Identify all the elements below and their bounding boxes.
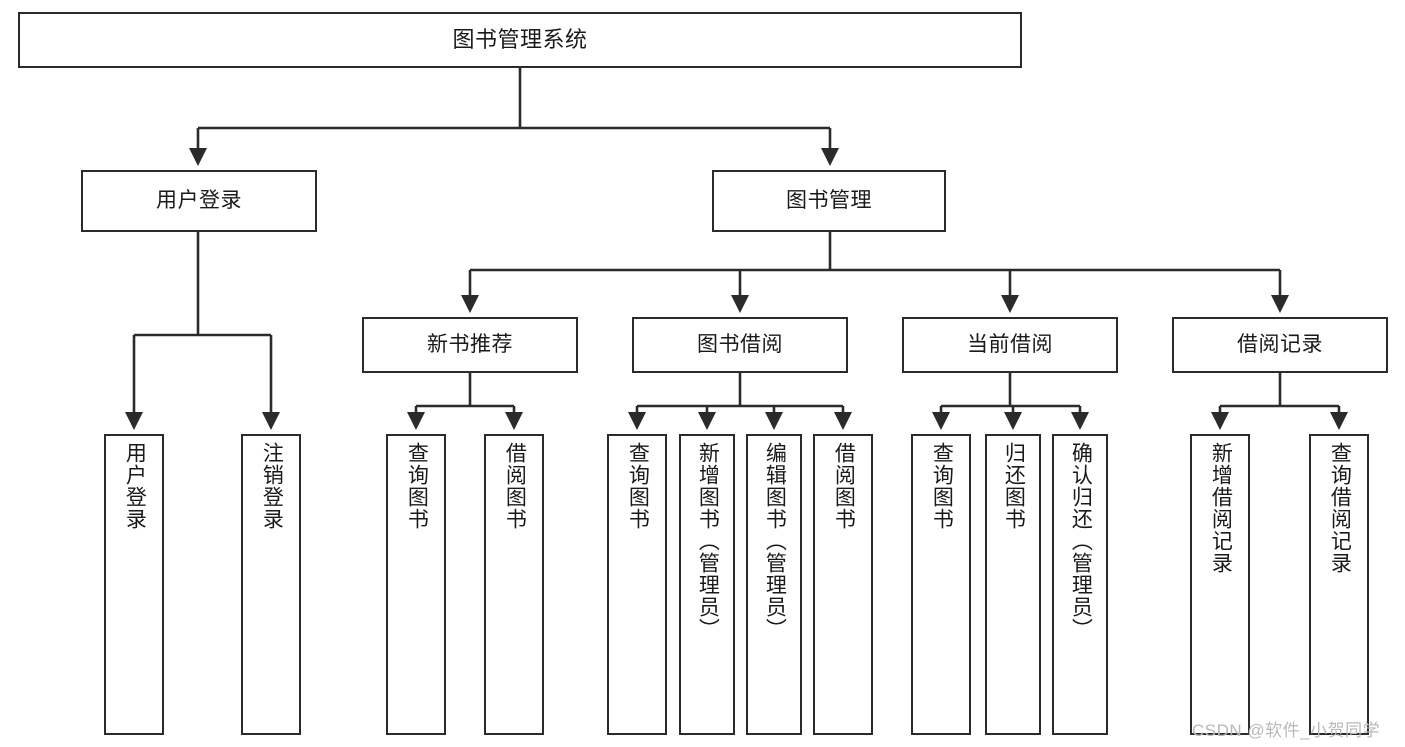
leaf-user-login-label: 用户登录 — [123, 442, 147, 530]
csdn-watermark: CSDN @软件_小贺同学 — [1192, 721, 1381, 740]
node-current-borrow[interactable]: 当前借阅 — [902, 317, 1118, 373]
node-current-borrow-label: 当前借阅 — [967, 332, 1053, 356]
leaf-query-borrow-record-label: 查询借阅记录 — [1328, 442, 1352, 574]
node-user-login-label: 用户登录 — [156, 188, 242, 212]
leaf-query-book-borrow[interactable]: 查询图书 — [607, 434, 667, 735]
node-book-management[interactable]: 图书管理 — [712, 170, 946, 232]
leaf-edit-book-admin-label: 编辑图书（管理员） — [763, 442, 787, 640]
leaf-user-login[interactable]: 用户登录 — [104, 434, 164, 735]
leaf-query-book-current-label: 查询图书 — [930, 442, 954, 530]
leaf-add-book-admin-label: 新增图书（管理员） — [696, 442, 720, 640]
leaf-logout-label: 注销登录 — [260, 442, 284, 530]
leaf-query-book-newbooks[interactable]: 查询图书 — [386, 434, 446, 735]
node-user-login[interactable]: 用户登录 — [81, 170, 317, 232]
leaf-borrow-book-newbooks[interactable]: 借阅图书 — [484, 434, 544, 735]
leaf-add-book-admin[interactable]: 新增图书（管理员） — [679, 434, 735, 735]
leaf-confirm-return-admin[interactable]: 确认归还（管理员） — [1052, 434, 1108, 735]
leaf-borrow-book-newbooks-label: 借阅图书 — [503, 442, 527, 530]
node-book-borrow[interactable]: 图书借阅 — [632, 317, 848, 373]
leaf-add-borrow-record-label: 新增借阅记录 — [1209, 442, 1233, 574]
leaf-lend-book[interactable]: 借阅图书 — [813, 434, 873, 735]
leaf-confirm-return-admin-label: 确认归还（管理员） — [1069, 442, 1093, 640]
leaf-logout[interactable]: 注销登录 — [241, 434, 301, 735]
node-book-borrow-label: 图书借阅 — [697, 332, 783, 356]
leaf-return-book[interactable]: 归还图书 — [985, 434, 1041, 735]
node-new-book-recommend[interactable]: 新书推荐 — [362, 317, 578, 373]
leaf-query-book-newbooks-label: 查询图书 — [405, 442, 429, 530]
node-root-label: 图书管理系统 — [452, 27, 588, 53]
leaf-lend-book-label: 借阅图书 — [832, 442, 856, 530]
leaf-return-book-label: 归还图书 — [1002, 442, 1026, 530]
leaf-query-borrow-record[interactable]: 查询借阅记录 — [1309, 434, 1369, 735]
leaf-query-book-current[interactable]: 查询图书 — [911, 434, 971, 735]
node-root[interactable]: 图书管理系统 — [18, 12, 1022, 68]
node-borrow-records[interactable]: 借阅记录 — [1172, 317, 1388, 373]
node-new-book-recommend-label: 新书推荐 — [427, 332, 513, 356]
leaf-query-book-borrow-label: 查询图书 — [626, 442, 650, 530]
node-book-management-label: 图书管理 — [786, 188, 872, 212]
node-borrow-records-label: 借阅记录 — [1237, 332, 1323, 356]
leaf-edit-book-admin[interactable]: 编辑图书（管理员） — [746, 434, 802, 735]
leaf-add-borrow-record[interactable]: 新增借阅记录 — [1190, 434, 1250, 735]
